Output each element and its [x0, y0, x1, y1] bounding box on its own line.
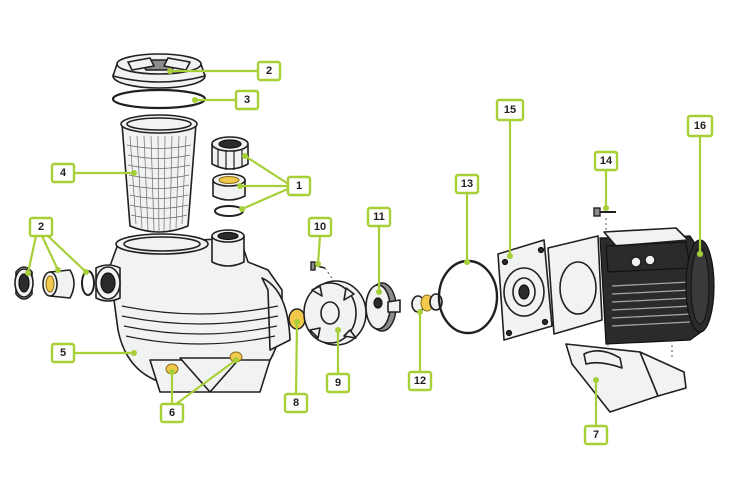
svg-text:9: 9 [335, 377, 341, 389]
motor-foot [565, 343, 687, 413]
svg-text:4: 4 [60, 167, 67, 179]
callout-motor-foot: 7 [583, 377, 609, 446]
callout-seal-plate: 15 [495, 98, 525, 259]
svg-text:6: 6 [169, 407, 175, 419]
callout-strainer-basket: 4 [50, 162, 137, 184]
shaft-seal [411, 293, 443, 313]
union-fittings-left [14, 266, 95, 300]
svg-text:1: 1 [296, 180, 302, 192]
pump-housing [95, 229, 291, 393]
callout-shaft-seal: 12 [407, 309, 433, 392]
callout-diffuser: 9 [325, 327, 351, 394]
svg-text:7: 7 [593, 429, 599, 441]
seal-plate [497, 239, 553, 341]
callout-lid-o-ring: 3 [192, 89, 260, 111]
svg-text:10: 10 [314, 221, 326, 233]
svg-text:2: 2 [266, 65, 272, 77]
svg-text:5: 5 [60, 347, 66, 359]
svg-text:3: 3 [244, 94, 250, 106]
impeller [365, 282, 401, 332]
callout-diffuser-o-ring: 8 [283, 319, 309, 414]
strainer-lid [112, 53, 206, 89]
svg-text:15: 15 [504, 104, 516, 116]
callout-union-fittings-top: 1 [237, 153, 312, 212]
callout-motor-bolt: 14 [593, 150, 619, 211]
strainer-basket [120, 114, 198, 233]
svg-text:8: 8 [293, 397, 299, 409]
callout-motor: 16 [686, 114, 714, 257]
callout-strainer-lid: 2 [167, 60, 282, 82]
callout-seal-plate-o-ring: 13 [454, 173, 480, 265]
diffuser [303, 280, 367, 346]
callouts: 2 3 4 1 [25, 60, 714, 446]
motor [547, 227, 715, 360]
callout-pump-housing: 5 [50, 342, 137, 364]
seal-plate-o-ring [437, 259, 499, 335]
callout-impeller: 11 [366, 206, 392, 295]
svg-text:13: 13 [461, 178, 473, 190]
union-fittings-top [211, 136, 249, 217]
callout-union-fittings-left: 2 [25, 216, 89, 276]
svg-text:2: 2 [38, 221, 44, 233]
svg-text:11: 11 [373, 211, 385, 223]
svg-text:12: 12 [414, 375, 426, 387]
svg-text:16: 16 [694, 120, 706, 132]
svg-text:14: 14 [600, 155, 613, 167]
lid-o-ring [111, 88, 207, 110]
callout-diffuser-screw: 10 [307, 216, 333, 267]
callout-drain-plugs: 6 [159, 357, 239, 424]
